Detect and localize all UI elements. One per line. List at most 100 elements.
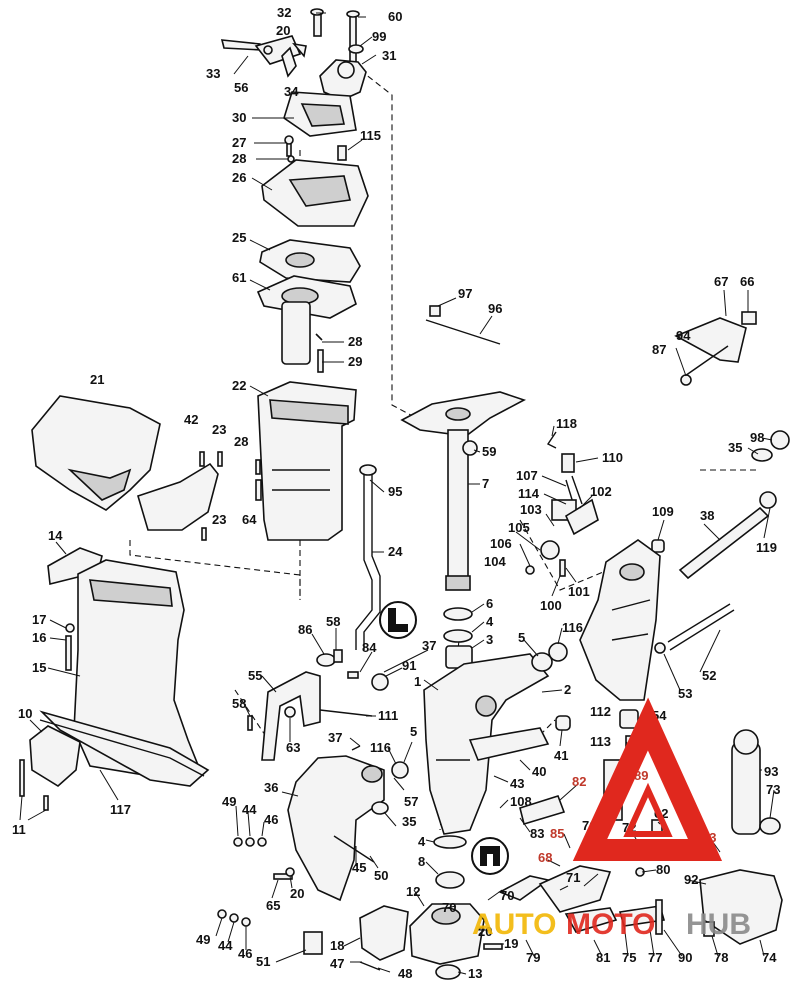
label-119: 119: [756, 540, 777, 555]
part-number-labels: 32 20 60 99 31 33 56 34 30 27 28 115 26 …: [12, 5, 780, 981]
label-55: 55: [248, 668, 262, 683]
label-27: 27: [232, 135, 246, 150]
label-109: 109: [652, 504, 674, 519]
label-116: 116: [562, 620, 583, 635]
label-52: 52: [702, 668, 716, 683]
grease-fitting-parts: [425, 305, 790, 580]
label-58: 58: [232, 696, 246, 711]
steering-shaft: [400, 391, 527, 669]
logo-text-moto: MOTO: [566, 908, 655, 941]
automotohub-logo: AUTO MOTO HUB: [472, 697, 751, 941]
label-1: 1: [414, 674, 421, 689]
label-46: 46: [238, 946, 252, 961]
label-33: 33: [206, 66, 220, 81]
label-107: 107: [516, 468, 538, 483]
label-83: 83: [530, 826, 544, 841]
label-24: 24: [388, 544, 403, 559]
label-98: 98: [750, 430, 764, 445]
label-67: 67: [714, 274, 728, 289]
label-116: 116: [370, 740, 391, 755]
label-58: 58: [326, 614, 340, 629]
label-66: 66: [740, 274, 754, 289]
logo-text-hub: HUB: [686, 908, 751, 941]
label-28: 28: [232, 151, 246, 166]
label-70: 70: [500, 888, 514, 903]
label-30: 30: [232, 110, 246, 125]
label-100: 100: [540, 598, 562, 613]
label-44: 44: [218, 938, 233, 953]
label-104: 104: [484, 554, 506, 569]
label-106: 106: [490, 536, 512, 551]
label-97: 97: [458, 286, 472, 301]
label-12: 12: [406, 884, 420, 899]
label-49: 49: [222, 794, 236, 809]
label-68: 68: [538, 850, 552, 865]
swivel-bracket-right: [579, 539, 735, 701]
label-87: 87: [652, 342, 666, 357]
label-71: 71: [566, 870, 580, 885]
label-11: 11: [12, 822, 26, 837]
label-112: 112: [590, 704, 611, 719]
label-38: 38: [700, 508, 714, 523]
label-44: 44: [242, 802, 257, 817]
label-23: 23: [212, 422, 226, 437]
label-23: 23: [212, 512, 226, 527]
logo-triangle-outer: [572, 697, 723, 861]
label-32: 32: [277, 5, 291, 20]
label-6: 6: [486, 596, 493, 611]
label-35: 35: [728, 440, 742, 455]
label-45: 45: [352, 860, 366, 875]
label-22: 22: [232, 378, 246, 393]
label-70: 70: [442, 900, 456, 915]
label-56: 56: [234, 80, 248, 95]
label-20: 20: [290, 886, 304, 901]
label-81: 81: [596, 950, 610, 965]
label-110: 110: [602, 450, 623, 465]
label-36: 36: [264, 780, 278, 795]
label-47: 47: [330, 956, 344, 971]
label-20: 20: [276, 23, 290, 38]
label-115: 115: [360, 128, 381, 143]
label-29: 29: [348, 354, 362, 369]
label-99: 99: [372, 29, 386, 44]
exhaust-housing: [256, 239, 361, 541]
label-8: 8: [418, 854, 425, 869]
label-43: 43: [510, 776, 524, 791]
label-4: 4: [486, 614, 494, 629]
label-34: 34: [284, 84, 299, 99]
label-50: 50: [374, 868, 388, 883]
label-53: 53: [678, 686, 692, 701]
label-96: 96: [488, 301, 502, 316]
label-93: 93: [764, 764, 778, 779]
label-85: 85: [550, 826, 564, 841]
label-113: 113: [590, 734, 611, 749]
label-61: 61: [232, 270, 246, 285]
label-48: 48: [398, 966, 412, 981]
top-bracket-assembly: [220, 8, 369, 227]
lock-icon-upper: [379, 601, 417, 639]
label-40: 40: [532, 764, 546, 779]
label-35: 35: [402, 814, 416, 829]
label-21: 21: [90, 372, 104, 387]
label-19: 19: [504, 936, 518, 951]
label-74: 74: [762, 950, 777, 965]
label-80: 80: [656, 862, 670, 877]
label-114: 114: [518, 486, 540, 501]
label-105: 105: [508, 520, 530, 535]
label-59: 59: [482, 444, 496, 459]
label-51: 51: [256, 954, 270, 969]
label-5: 5: [410, 724, 417, 739]
label-111: 111: [378, 708, 398, 723]
label-7: 7: [482, 476, 489, 491]
swivel-bracket-left: [233, 745, 409, 902]
label-10: 10: [18, 706, 32, 721]
label-73: 73: [766, 782, 780, 797]
label-25: 25: [232, 230, 246, 245]
label-117: 117: [110, 802, 131, 817]
label-90: 90: [678, 950, 692, 965]
label-17: 17: [32, 612, 46, 627]
lower-housing: [19, 547, 210, 811]
label-16: 16: [32, 630, 46, 645]
label-46: 46: [264, 812, 278, 827]
